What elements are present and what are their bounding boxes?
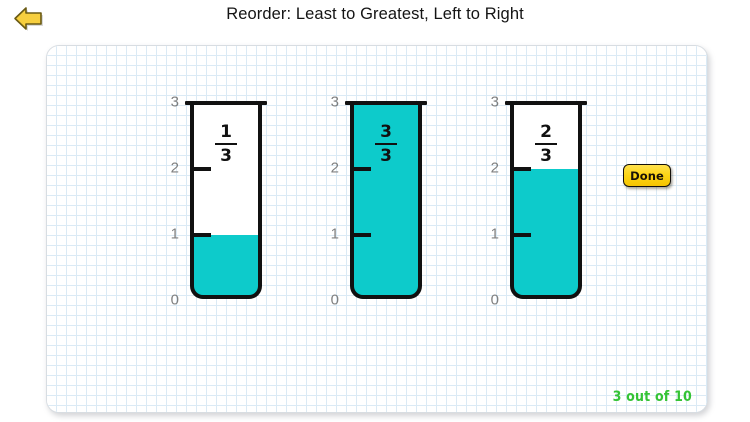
page-title: Reorder: Least to Greatest, Left to Righ… — [226, 5, 524, 23]
score-indicator: 3 out of 10 — [612, 389, 692, 405]
tube-1-tick-2 — [190, 167, 211, 171]
tube-2-rim — [345, 101, 427, 105]
tube-3-fraction-label: 2 3 — [535, 123, 557, 165]
tube-1-liquid — [194, 235, 258, 299]
done-button[interactable]: Done — [623, 164, 671, 187]
tube-1-tick-label-0: 0 — [170, 291, 179, 309]
tube-3-tick-label-1: 1 — [490, 225, 499, 243]
tube-2-scale: 3 2 1 0 — [317, 95, 339, 309]
tube-2-fraction-label: 3 3 — [375, 123, 397, 165]
tube-3-tick-label-2: 2 — [490, 159, 499, 177]
tube-2-tick-label-3: 3 — [330, 93, 339, 111]
tube-2-denominator: 3 — [380, 145, 392, 166]
tube-3-tick-1 — [510, 233, 531, 237]
header-bar: Reorder: Least to Greatest, Left to Righ… — [0, 0, 750, 38]
tube-3[interactable]: 3 2 1 0 2 3 — [477, 95, 587, 316]
tube-3-numerator: 2 — [540, 122, 552, 142]
done-button-label: Done — [630, 168, 664, 183]
tube-1[interactable]: 3 2 1 0 1 3 — [157, 95, 267, 316]
tube-3-tick-label-3: 3 — [490, 93, 499, 111]
tube-1-fraction-label: 1 3 — [215, 123, 237, 165]
tube-2-body[interactable]: 3 3 — [345, 101, 427, 301]
tube-1-body[interactable]: 1 3 — [185, 101, 267, 301]
tube-3-glass-outline — [510, 101, 582, 299]
tube-1-tick-label-1: 1 — [170, 225, 179, 243]
tube-2[interactable]: 3 2 1 0 3 3 — [317, 95, 427, 316]
back-arrow-icon — [14, 7, 43, 31]
tube-2-tick-1 — [350, 233, 371, 237]
tube-2-tick-label-1: 1 — [330, 225, 339, 243]
tube-2-tick-label-0: 0 — [330, 291, 339, 309]
tube-3-tick-2 — [510, 167, 531, 171]
tube-2-tick-label-2: 2 — [330, 159, 339, 177]
tube-2-numerator: 3 — [380, 122, 392, 142]
tube-1-tick-1 — [190, 233, 211, 237]
tube-3-scale: 3 2 1 0 — [477, 95, 499, 309]
tube-1-scale: 3 2 1 0 — [157, 95, 179, 309]
tube-1-rim — [185, 101, 267, 105]
tube-3-rim — [505, 101, 587, 105]
activity-card: 3 2 1 0 1 3 3 2 1 0 — [46, 45, 708, 413]
tube-2-fraction-bar — [375, 142, 397, 146]
tube-1-fraction-bar — [215, 142, 237, 146]
tube-2-glass-outline — [350, 101, 422, 299]
tube-1-denominator: 3 — [220, 145, 232, 166]
back-button[interactable] — [12, 6, 48, 34]
tube-3-fraction-bar — [535, 142, 557, 146]
tube-2-tick-2 — [350, 167, 371, 171]
tube-1-tick-label-3: 3 — [170, 93, 179, 111]
tube-1-tick-label-2: 2 — [170, 159, 179, 177]
tube-3-denominator: 3 — [540, 145, 552, 166]
tube-1-glass-outline — [190, 101, 262, 299]
tube-2-liquid — [354, 103, 418, 299]
tube-3-tick-label-0: 0 — [490, 291, 499, 309]
tube-3-body[interactable]: 2 3 — [505, 101, 587, 301]
tube-1-numerator: 1 — [220, 122, 232, 142]
